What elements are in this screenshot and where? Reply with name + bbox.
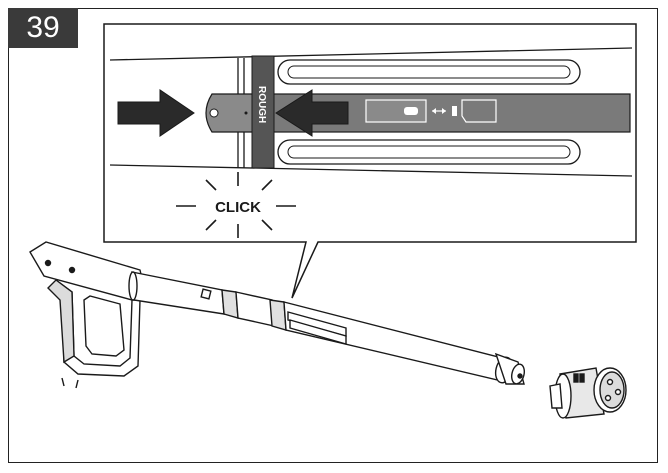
click-label: CLICK: [215, 199, 261, 216]
arrow-right-icon: [117, 89, 195, 137]
step-number-badge: 39: [8, 8, 78, 48]
latch-hole: [209, 108, 219, 118]
rough-band-label: ROUGH: [256, 86, 267, 123]
shaft: [128, 271, 526, 385]
lower-slot: [277, 139, 581, 165]
arrow-left-icon: [275, 89, 349, 137]
handle: [29, 241, 147, 389]
nozzle-attachment: [549, 367, 627, 419]
lock-indicator: [365, 99, 497, 123]
rough-band: [251, 55, 275, 169]
upper-slot: [277, 59, 581, 85]
click-burst-icon: [176, 172, 296, 238]
swap-arrow-icon: [432, 108, 446, 114]
latch-tab: [205, 93, 255, 133]
detail-callout: ROUGH CLICK: [103, 23, 637, 299]
